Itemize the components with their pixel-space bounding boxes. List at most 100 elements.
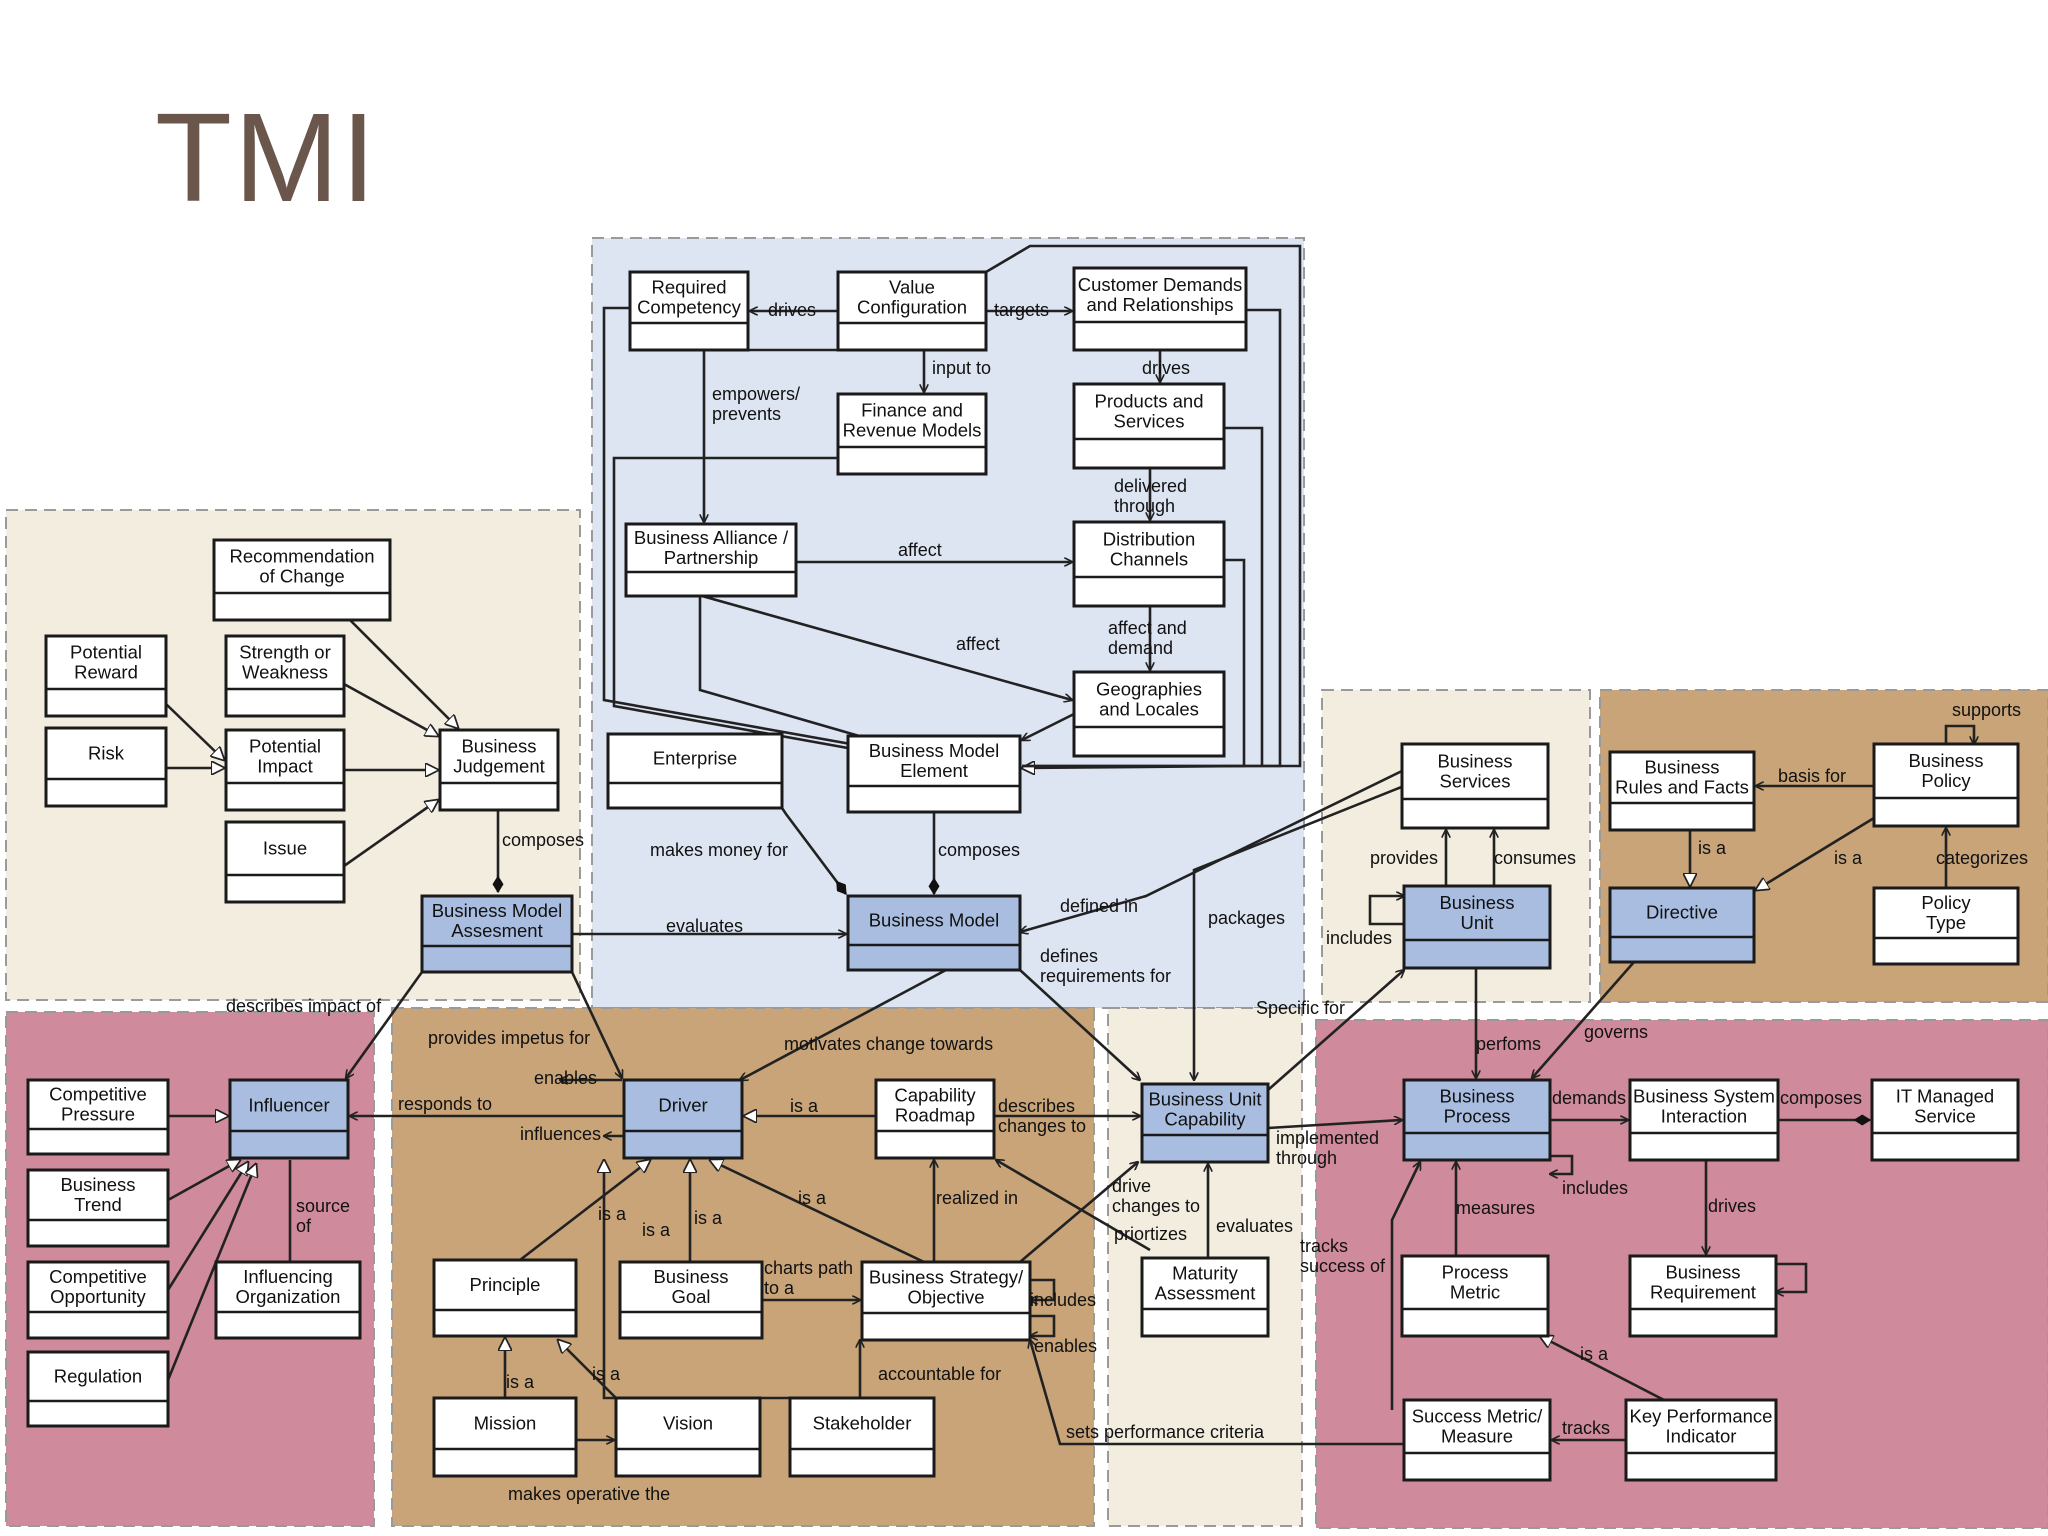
connector-line (985, 244, 1302, 768)
box-label: Capability (1164, 1109, 1246, 1130)
relation-label-evaluates-bm: evaluates (666, 916, 743, 936)
relation-label-composes-bm: composes (938, 840, 1020, 860)
relation-label-drives-br: drives (1708, 1196, 1756, 1216)
relation-label-tracks-1: tracks (1300, 1236, 1348, 1256)
relation-label-empowers-1: empowers/ (712, 384, 800, 404)
relation-label-makes-money: makes money for (650, 840, 788, 860)
relation-label-is-a-rules: is a (1698, 838, 1727, 858)
relation-label-accountable: accountable for (878, 1364, 1001, 1384)
connector-line (166, 1162, 248, 1291)
box-label: Element (900, 760, 968, 781)
box-business-alliance: Business Alliance /Partnership (624, 522, 798, 598)
box-label: Maturity (1172, 1263, 1239, 1284)
connector-line (1020, 768, 1405, 932)
connector-line (1540, 1336, 1665, 1402)
box-label: Business Strategy/ (869, 1267, 1024, 1288)
box-label: Business (1439, 1086, 1514, 1107)
box-influencer: Influencer (228, 1078, 350, 1160)
connector-line (1030, 1314, 1056, 1336)
box-label: Required (651, 277, 726, 298)
relation-label-enables-so: enables (1034, 1336, 1097, 1356)
box-label: Vision (663, 1413, 713, 1434)
relation-label-realized-in: realized in (936, 1188, 1018, 1208)
box-principle: Principle (432, 1258, 578, 1338)
box-label: Judgement (453, 756, 545, 777)
box-label: Business Model (869, 740, 1000, 761)
box-label: Issue (263, 838, 307, 859)
relation-label-provides-impetus: provides impetus for (428, 1028, 590, 1048)
box-label: Interaction (1661, 1106, 1747, 1127)
box-label: Influencing (243, 1266, 332, 1287)
box-label: Trend (74, 1194, 122, 1215)
connector-line (612, 456, 870, 752)
relation-label-measures: measures (1456, 1198, 1535, 1218)
relation-label-is-a-g: is a (694, 1208, 723, 1228)
box-label: Roadmap (895, 1105, 975, 1126)
relation-label-tracks-kpi: tracks (1562, 1418, 1610, 1438)
relation-label-source-2: of (296, 1216, 312, 1236)
box-label: Geographies (1096, 679, 1202, 700)
box-mission: Mission (432, 1396, 578, 1478)
relation-label-drive-1: drive (1112, 1176, 1151, 1196)
box-label: Service (1914, 1106, 1976, 1127)
connector-line (343, 682, 438, 736)
connector-line (558, 1340, 617, 1399)
box-label: Policy (1921, 892, 1971, 913)
relation-label-affect-demand-2: demand (1108, 638, 1173, 658)
relation-label-drives-rc: drives (768, 300, 816, 320)
relation-label-categorizes: categorizes (1936, 848, 2028, 868)
box-label: of Change (259, 566, 344, 587)
box-label: Distribution (1103, 529, 1196, 550)
relation-label-basis-for: basis for (1778, 766, 1846, 786)
connector-line (165, 703, 224, 760)
relation-label-motivates: motivates change towards (784, 1034, 993, 1054)
relation-label-charts-2: to a (764, 1278, 795, 1298)
box-label: Capability (894, 1085, 976, 1106)
box-label: Business (653, 1266, 728, 1287)
connector-line (1368, 896, 1404, 926)
box-label: Rules and Facts (1615, 777, 1749, 798)
box-label: Goal (671, 1286, 710, 1307)
box-label: Indicator (1666, 1426, 1737, 1447)
relation-label-source-1: source (296, 1196, 350, 1216)
connector-line (519, 1160, 650, 1262)
connector-line (602, 306, 862, 746)
relation-label-describes-impact: describes impact of (226, 996, 382, 1016)
box-label: Partnership (664, 547, 759, 568)
relation-label-specific-for: Specific for (1256, 998, 1345, 1018)
relation-label-priortizes: priortizes (1114, 1224, 1187, 1244)
box-label: Process (1444, 1106, 1511, 1127)
box-directive: Directive (1608, 886, 1756, 964)
connector-line (1267, 1120, 1402, 1130)
box-enterprise: Enterprise (606, 732, 784, 810)
connector-line (1022, 712, 1075, 740)
relation-label-enables-drv: enables (534, 1068, 597, 1088)
box-label: Finance and (861, 400, 963, 421)
box-label: Reward (74, 662, 138, 683)
box-label: Revenue Models (843, 420, 982, 441)
connector-line (1944, 724, 1974, 744)
relation-label-defines-2: requirements for (1040, 966, 1171, 986)
box-label: Business (60, 1174, 135, 1195)
relation-label-influences: influences (520, 1124, 601, 1144)
connector-line (1532, 961, 1635, 1078)
box-strategy-objective: Business Strategy/Objective (860, 1260, 1032, 1342)
connector-line (1390, 1162, 1420, 1410)
connector-line (1550, 1154, 1574, 1174)
box-label: Business (461, 736, 536, 757)
